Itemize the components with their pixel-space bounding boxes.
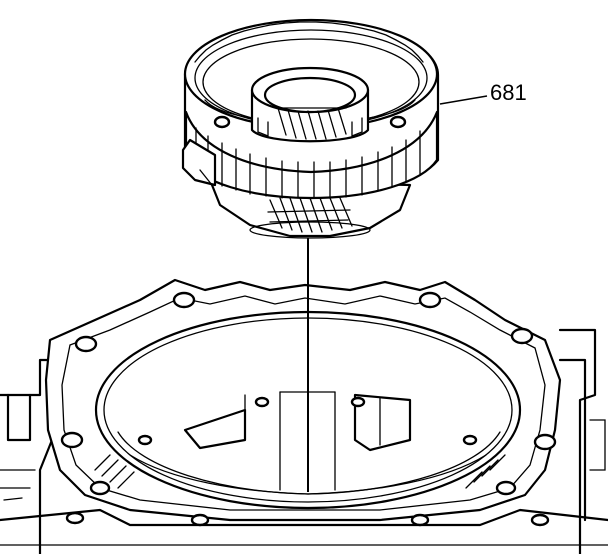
clutch-drum-assembly [181, 18, 440, 239]
callout-number-681: 681 [490, 80, 527, 105]
callout-leader-line [439, 95, 488, 105]
transmission-case [0, 278, 608, 554]
hub-gear-teeth [267, 197, 353, 233]
inner-spline [277, 107, 347, 140]
